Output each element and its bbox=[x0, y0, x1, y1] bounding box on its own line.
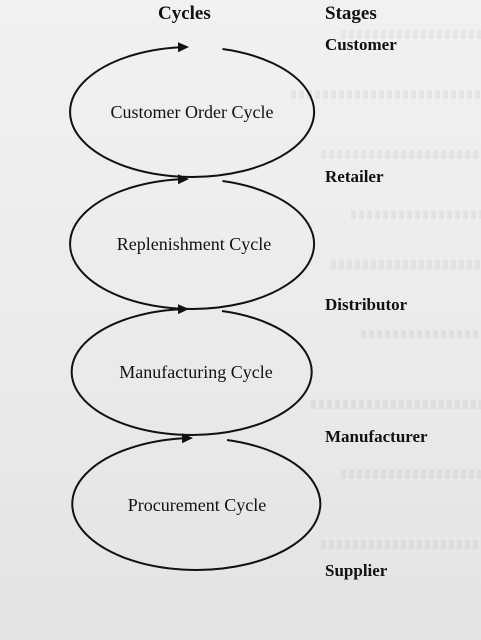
bleed-line bbox=[291, 90, 481, 99]
bleed-line bbox=[311, 400, 481, 409]
stage-distributor: Distributor bbox=[325, 295, 408, 314]
stages-header: Stages bbox=[325, 3, 377, 24]
cycle-label-replenishment: Replenishment Cycle bbox=[117, 234, 271, 254]
cycle-loop-procurement bbox=[71, 433, 322, 571]
cycle-label-customer-order: Customer Order Cycle bbox=[111, 102, 274, 122]
bleed-line bbox=[361, 330, 481, 339]
bleed-line bbox=[321, 150, 481, 159]
stage-supplier: Supplier bbox=[325, 561, 388, 580]
cycle-label-manufacturing: Manufacturing Cycle bbox=[119, 362, 272, 382]
cycle-label-procurement: Procurement Cycle bbox=[128, 495, 266, 515]
cycle-loop-manufacturing bbox=[70, 304, 313, 436]
bleed-line bbox=[351, 210, 481, 219]
bleed-line bbox=[321, 540, 481, 549]
stage-customer: Customer bbox=[325, 35, 397, 54]
bleed-line bbox=[341, 470, 481, 479]
stage-manufacturer: Manufacturer bbox=[325, 427, 428, 446]
stage-retailer: Retailer bbox=[325, 167, 384, 186]
bleed-line bbox=[331, 260, 481, 269]
cycles-header: Cycles bbox=[158, 3, 211, 24]
bleed-line bbox=[341, 30, 481, 39]
